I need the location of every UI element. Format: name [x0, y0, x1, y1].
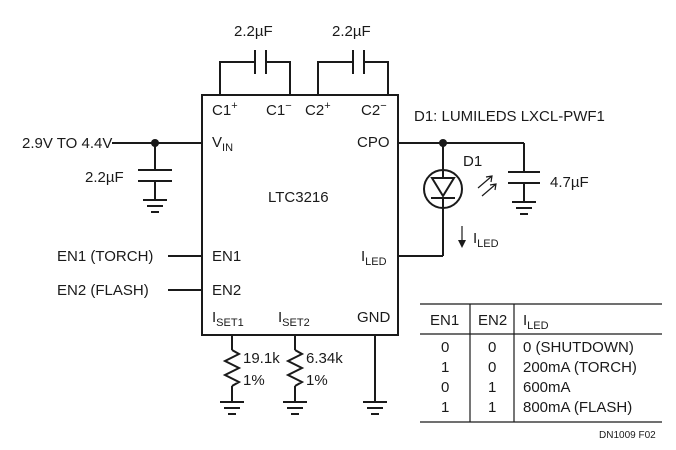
table-row-3-en1: 0	[441, 379, 449, 396]
table-row-4-en2: 1	[488, 399, 496, 416]
table-row-1-en2: 0	[488, 339, 496, 356]
pin-en1: EN1	[212, 248, 241, 265]
pin-vin: VIN	[212, 134, 233, 154]
d1-note: D1: LUMILEDS LXCL-PWF1	[414, 108, 605, 125]
pin-iset2: ISET2	[278, 309, 310, 329]
r1-tol: 1%	[243, 372, 265, 389]
ic-name: LTC3216	[268, 189, 329, 206]
pin-c2p: C2+	[305, 100, 331, 119]
enable-inputs: EN1 (TORCH) EN2 (FLASH)	[57, 248, 202, 299]
iled-arrow-label: ILED	[473, 230, 499, 250]
resistor-r1: 19.1k 1%	[220, 335, 280, 415]
pin-gnd: GND	[357, 309, 391, 326]
table-row-1-en1: 0	[441, 339, 449, 356]
c1-value: 2.2µF	[234, 23, 273, 40]
capacitor-c1: 2.2µF	[219, 23, 291, 95]
cin-value: 2.2µF	[85, 169, 124, 186]
table-header-en2: EN2	[478, 312, 507, 329]
en2-label: EN2 (FLASH)	[57, 282, 149, 299]
truth-table: EN1 EN2 ILED 0 0 0 (SHUTDOWN) 1 0 200mA …	[420, 303, 662, 423]
pin-c1m: C1−	[266, 100, 292, 119]
table-row-1-iled: 0 (SHUTDOWN)	[523, 339, 634, 356]
table-row-2-en2: 0	[488, 359, 496, 376]
pin-c1p: C1+	[212, 100, 238, 119]
ic-body	[201, 94, 399, 336]
table-row-4-iled: 800mA (FLASH)	[523, 399, 632, 416]
cout-value: 4.7µF	[550, 174, 589, 191]
d1-label: D1	[463, 153, 482, 170]
en1-label: EN1 (TORCH)	[57, 248, 153, 265]
output-network: 4.7µF	[398, 139, 589, 257]
capacitor-c2: 2.2µF	[317, 23, 389, 95]
vin-network: 2.9V TO 4.4V 2.2µF	[22, 135, 202, 213]
table-header-iled: ILED	[523, 312, 549, 332]
pin-c2m: C2−	[361, 100, 387, 119]
pin-cpo: CPO	[357, 134, 390, 151]
r2-value: 6.34k	[306, 350, 343, 367]
r1-value: 19.1k	[243, 350, 280, 367]
table-row-3-en2: 1	[488, 379, 496, 396]
table-row-4-en1: 1	[441, 399, 449, 416]
pin-en2: EN2	[212, 282, 241, 299]
c2-value: 2.2µF	[332, 23, 371, 40]
led-d1: D1	[423, 153, 497, 209]
table-header-en1: EN1	[430, 312, 459, 329]
table-row-2-en1: 1	[441, 359, 449, 376]
iled-arrow: ILED	[458, 226, 499, 250]
r2-tol: 1%	[306, 372, 328, 389]
resistor-r2: 6.34k 1%	[283, 335, 343, 415]
pin-iled: ILED	[361, 248, 387, 268]
vin-range-label: 2.9V TO 4.4V	[22, 135, 112, 152]
pin-iset1: ISET1	[212, 309, 244, 329]
gnd-ground	[363, 335, 387, 415]
figure-code: DN1009 F02	[599, 430, 656, 441]
table-row-2-iled: 200mA (TORCH)	[523, 359, 637, 376]
table-row-3-iled: 600mA	[523, 379, 571, 396]
